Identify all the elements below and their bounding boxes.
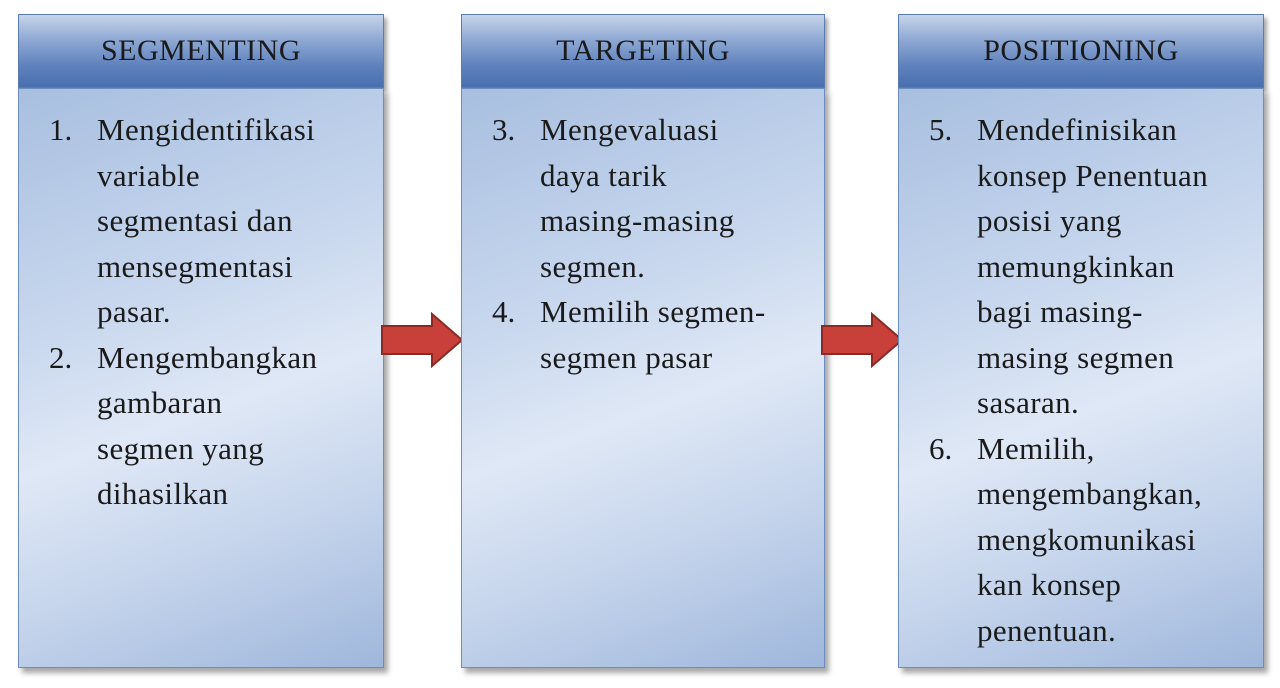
list-item: 6. Memilih, mengembangkan, mengkomunikas… <box>909 426 1253 654</box>
item-text: Mendefinisikan konsep Penentuan posisi y… <box>977 112 1209 420</box>
positioning-column: POSITIONING 5. Mendefinisikan konsep Pen… <box>898 14 1264 668</box>
targeting-column: TARGETING 3. Mengevaluasi daya tarik mas… <box>461 14 825 668</box>
targeting-header: TARGETING <box>461 14 825 88</box>
arrow-shape <box>381 312 464 368</box>
item-text: Mengevaluasi daya tarik masing-masing se… <box>540 112 735 284</box>
item-text: Memilih, mengembangkan, mengkomunikasi k… <box>977 430 1203 648</box>
list-item: 5. Mendefinisikan konsep Penentuan posis… <box>909 107 1253 426</box>
item-text: Memilih segmen- segmen pasar <box>540 294 766 375</box>
segmenting-column: SEGMENTING 1. Mengidentifikasi variable … <box>18 14 384 668</box>
item-number: 6. <box>929 430 953 466</box>
item-number: 1. <box>49 112 73 147</box>
arrow-right-icon <box>381 312 464 368</box>
list-item: 3. Mengevaluasi daya tarik masing-masing… <box>472 107 814 289</box>
targeting-body: 3. Mengevaluasi daya tarik masing-masing… <box>461 88 825 668</box>
segmenting-header: SEGMENTING <box>18 14 384 88</box>
positioning-title: POSITIONING <box>983 34 1179 67</box>
list-item: 2. Mengembangkan gambaran segmen yang di… <box>29 335 373 517</box>
segmenting-body: 1. Mengidentifikasi variable segmentasi … <box>18 88 384 668</box>
arrow-shape <box>821 312 904 368</box>
item-text: Mengidentifikasi variable segmentasi dan… <box>97 112 316 329</box>
item-number: 3. <box>492 112 516 147</box>
item-number: 4. <box>492 294 516 329</box>
list-item: 4. Memilih segmen- segmen pasar <box>472 289 814 380</box>
targeting-title: TARGETING <box>556 34 730 67</box>
arrow-right-icon <box>821 312 904 368</box>
item-text: Mengembangkan gambaran segmen yang dihas… <box>97 339 318 512</box>
positioning-body: 5. Mendefinisikan konsep Penentuan posis… <box>898 88 1264 668</box>
positioning-list: 5. Mendefinisikan konsep Penentuan posis… <box>909 107 1253 653</box>
targeting-list: 3. Mengevaluasi daya tarik masing-masing… <box>472 107 814 380</box>
positioning-header: POSITIONING <box>898 14 1264 88</box>
item-number: 2. <box>49 339 73 375</box>
segmenting-title: SEGMENTING <box>101 34 301 67</box>
segmenting-list: 1. Mengidentifikasi variable segmentasi … <box>29 107 373 517</box>
list-item: 1. Mengidentifikasi variable segmentasi … <box>29 107 373 335</box>
item-number: 5. <box>929 112 953 147</box>
